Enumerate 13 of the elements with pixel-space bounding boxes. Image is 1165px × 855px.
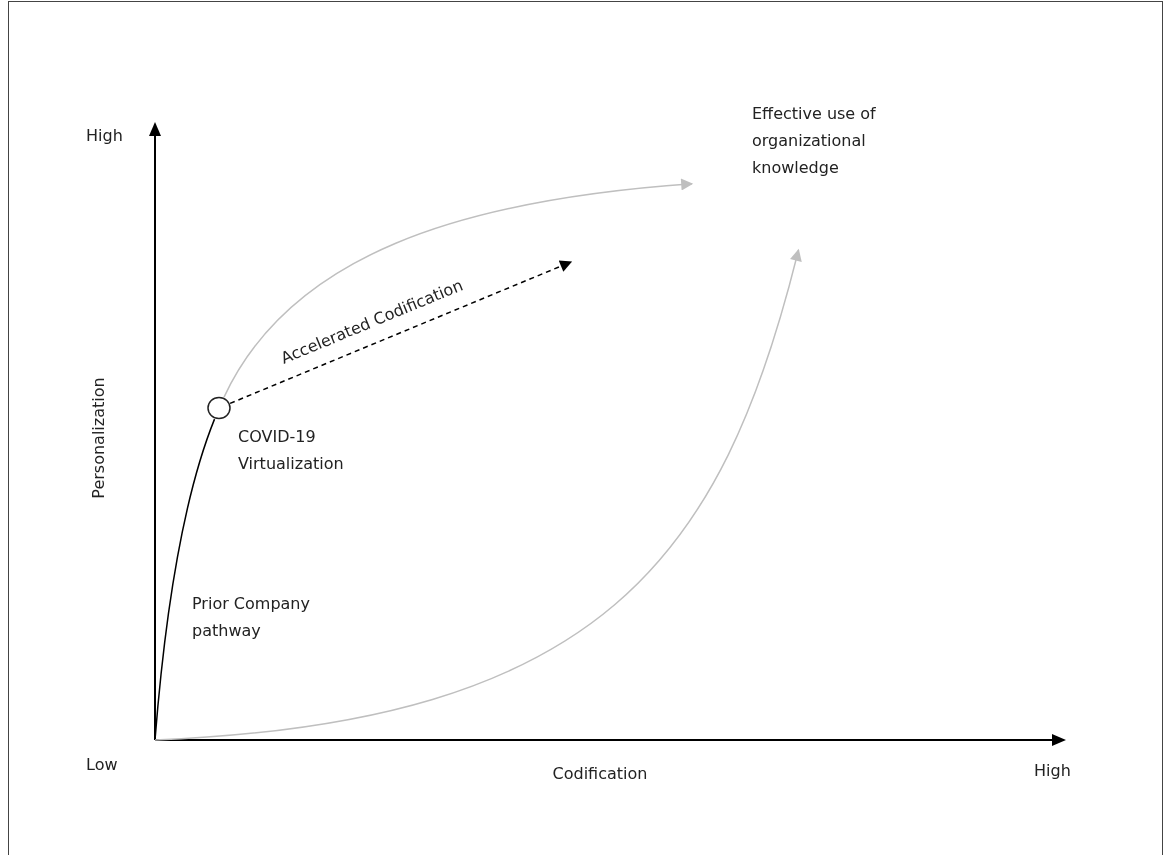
dashed-arrow [229, 260, 573, 405]
milestone-circle [207, 396, 231, 420]
pathway-label: Prior Company pathway [192, 593, 311, 642]
pathway-arrow [223, 178, 694, 398]
point-caption: COVID-19 Virtualization [238, 426, 345, 475]
pathway-arrow [154, 248, 802, 741]
outcome-label: Effective use of organizational knowledge [692, 100, 942, 250]
axis-end-label: Low [86, 754, 118, 776]
axis-end-label: High [1034, 760, 1071, 782]
axis-end-label: High [86, 125, 123, 147]
pathway-curve [154, 418, 216, 741]
axis-title: Personalization [87, 377, 109, 499]
axis-title: Codification [552, 762, 648, 785]
